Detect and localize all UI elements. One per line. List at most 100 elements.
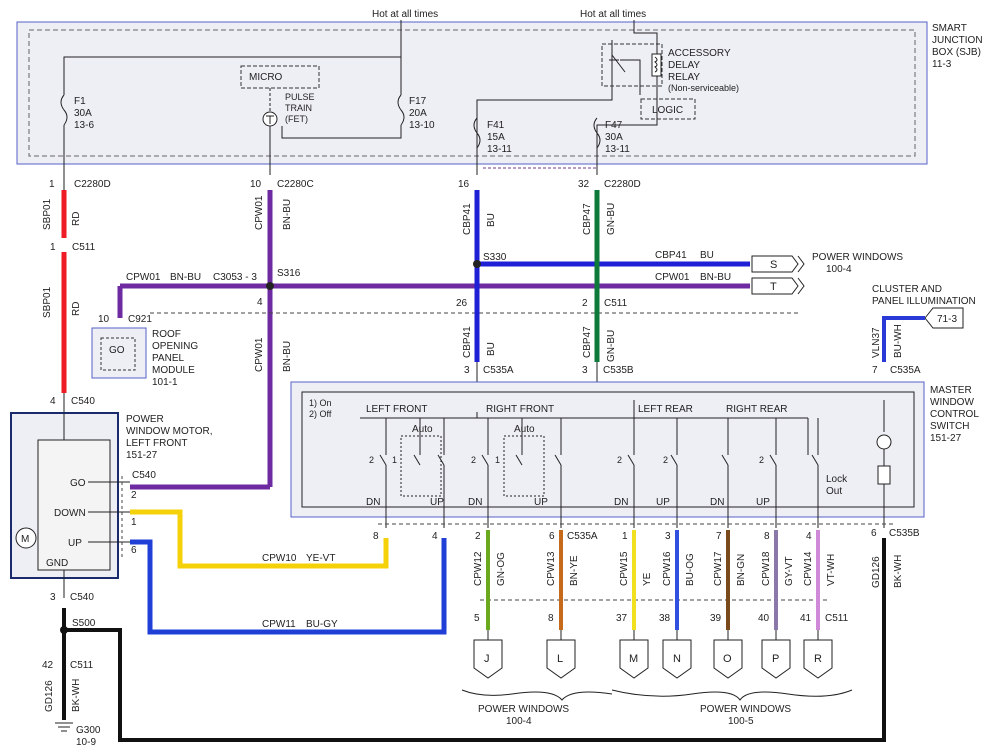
wire-cpw10: CPW10 YE-VT <box>130 509 389 569</box>
connector-j: J <box>484 653 490 665</box>
brace-left <box>461 689 613 701</box>
c2280d-32-name: C2280D <box>604 179 641 190</box>
pw-connector-s: S <box>770 259 777 271</box>
c2280d-1-name: C2280D <box>74 179 111 190</box>
power-window-motor-left-front: M GO DOWN UP GND POWER WINDOW MOTOR, LEF… <box>10 412 212 598</box>
cpw13-circuit: CPW13 <box>546 551 557 586</box>
pw-bottom-right-ref: 100-5 <box>728 716 754 727</box>
gd126-right-color: BK-WH <box>893 555 904 588</box>
cpw13-color: BN-YE <box>569 555 580 586</box>
mwcs-label-2: WINDOW <box>930 397 974 408</box>
cpw18-color: GY-VT <box>784 556 795 586</box>
c921-pin: 10 <box>98 314 110 325</box>
c540-up-pin: 6 <box>131 545 137 556</box>
c540-top-label: C540 <box>132 470 156 481</box>
wire-gd126: 3 C540 S500 42 C511 GD126 BK-WH G300 10-… <box>42 528 920 748</box>
mwcs-switch-contacts <box>379 418 819 528</box>
motor-label-3: LEFT FRONT <box>126 438 187 449</box>
fuse-f47-amp: 30A <box>605 132 623 143</box>
pin-8: 8 <box>373 531 379 542</box>
cbp41-lower-circuit: CBP41 <box>462 326 473 358</box>
master-window-control-switch: MASTER WINDOW CONTROL SWITCH 151-27 1) O… <box>290 381 979 528</box>
micro-module: MICRO PULSE TRAIN (FET) <box>240 65 320 127</box>
fuse-f17: F17 20A 13-10 <box>397 94 435 131</box>
motor-gnd: GND <box>46 558 68 569</box>
wire-cpw01: CPW01 BN-BU CPW01 BN-BU C3053 - 3 S316 4… <box>117 190 750 490</box>
cpw15-circuit: CPW15 <box>619 551 630 586</box>
cbp47-top-color: GN-BU <box>606 203 617 235</box>
motor-down: DOWN <box>54 508 86 519</box>
cpw01-horiz-circuit: CPW01 <box>126 272 161 283</box>
roof-label-1: ROOF <box>152 329 181 340</box>
lf-up: UP <box>430 497 444 508</box>
sw-rf-2: 2 <box>471 455 476 465</box>
rr-dn: DN <box>710 497 724 508</box>
relay-label-3: RELAY <box>668 72 700 83</box>
c921-name: C921 <box>128 314 152 325</box>
cpw16-color: BU-OG <box>685 553 696 586</box>
sw-lr2-2: 2 <box>663 455 668 465</box>
sjb-title-2: JUNCTION <box>932 35 983 46</box>
motor-go: GO <box>70 478 86 489</box>
c535b-3-pin: 3 <box>582 365 588 376</box>
mwcs-legend-1: 1) On <box>309 398 332 408</box>
c535a-bottom-label: C535A <box>567 531 598 542</box>
fuse-f47-name: F47 <box>605 120 623 131</box>
fuse-f41-ref: 13-11 <box>487 144 512 155</box>
sjb-title-1: SMART <box>932 23 967 34</box>
roof-label-2: OPENING <box>152 341 198 352</box>
roof-label-3: PANEL <box>152 353 184 364</box>
cpw10-color: YE-VT <box>306 553 335 564</box>
lr-up: UP <box>656 497 670 508</box>
cpw01-lower-circuit: CPW01 <box>254 337 265 372</box>
mwcs-left-front: LEFT FRONT <box>366 404 427 415</box>
pin-3: 3 <box>665 531 671 542</box>
c511-42-pin: 42 <box>42 660 54 671</box>
logic-label: LOGIC <box>652 105 683 116</box>
cbp41-lower-color: BU <box>486 342 497 356</box>
hot-label-right: Hot at all times <box>580 9 646 20</box>
relay-label-1: ACCESSORY <box>668 48 731 59</box>
c511-pin-38: 38 <box>659 613 671 624</box>
brace-right <box>611 689 853 701</box>
rf-up: UP <box>534 497 548 508</box>
cpw14-color: VT-WH <box>826 554 837 586</box>
gd126-left-circuit: GD126 <box>44 680 55 712</box>
c535a-7-pin: 7 <box>872 365 878 376</box>
sw-lf-2: 2 <box>369 455 374 465</box>
ground-name: G300 <box>76 725 101 736</box>
motor-up: UP <box>68 538 82 549</box>
rf-dn: DN <box>468 497 482 508</box>
lower-window-wires <box>486 530 820 630</box>
vln37-color: BU-WH <box>893 324 904 358</box>
c540-down-pin: 1 <box>131 517 137 528</box>
c535b-6-pin: 6 <box>871 528 877 539</box>
cluster-label-2: PANEL ILLUMINATION <box>872 296 976 307</box>
connector-n: N <box>673 653 681 665</box>
pin-6: 6 <box>549 531 555 542</box>
mwcs-label-4: SWITCH <box>930 421 969 432</box>
mwcs-label-1: MASTER <box>930 385 972 396</box>
motor-label-2: WINDOW MOTOR, <box>126 426 212 437</box>
connector-l: L <box>557 653 563 665</box>
cpw11-circuit: CPW11 <box>262 619 296 630</box>
cpw01-top-color: BN-BU <box>282 199 293 230</box>
roof-go: GO <box>109 345 125 356</box>
pulse-train-1: PULSE <box>285 92 315 102</box>
c2280d-16-pin: 16 <box>458 179 470 190</box>
c511-pin-5: 5 <box>474 613 480 624</box>
mwcs-right-front: RIGHT FRONT <box>486 404 554 415</box>
c511-2-pin: 2 <box>582 298 588 309</box>
sbp01-bottom-circuit: SBP01 <box>42 286 53 318</box>
c511-pin-40: 40 <box>758 613 770 624</box>
sjb-ref: 11-3 <box>932 59 952 70</box>
pw-connector-t: T <box>770 281 777 293</box>
c535b-6-name: C535B <box>889 528 920 539</box>
sw-rr-2: 2 <box>759 455 764 465</box>
mwcs-label-3: CONTROL <box>930 409 979 420</box>
s316-label: S316 <box>277 268 301 279</box>
sjb-title-3: BOX (SJB) <box>932 47 981 58</box>
pin-4-lock: 4 <box>806 531 812 542</box>
fuse-f1-ref: 13-6 <box>74 120 94 131</box>
